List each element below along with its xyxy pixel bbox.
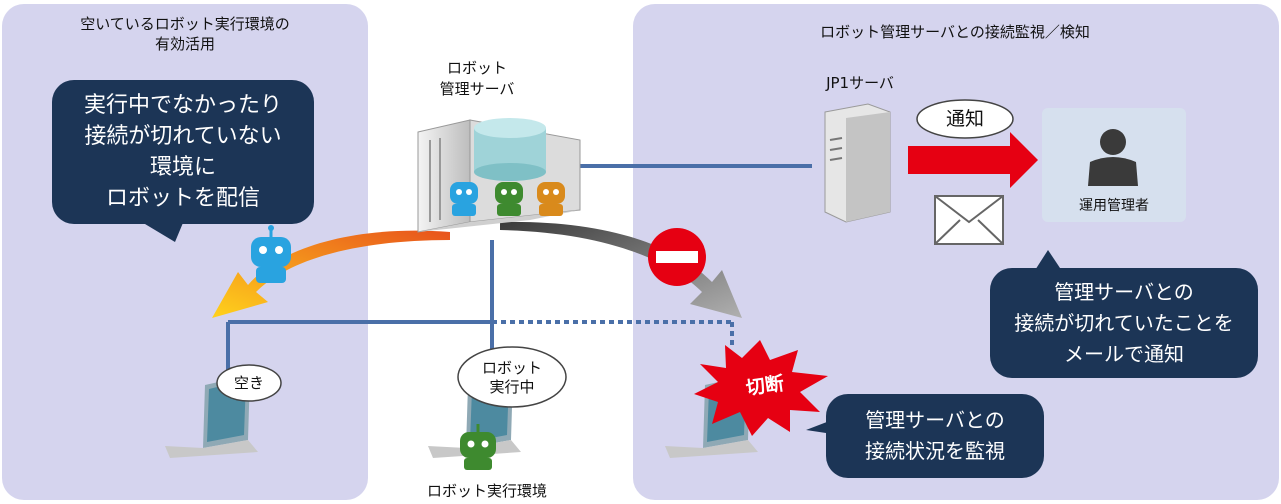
robot-icon (537, 182, 565, 216)
left-title-line1: 空いているロボット実行環境の (80, 15, 290, 33)
callout-line: 接続が切れていない (84, 124, 282, 149)
free-bubble-text: 空き (233, 374, 264, 392)
bottom-label: ロボット実行環境 (426, 482, 547, 500)
mail-icon (934, 195, 1004, 245)
mail-callout: 管理サーバとの 接続が切れていたことを メールで通知 (990, 268, 1258, 378)
person-icon (1042, 108, 1186, 222)
free-bubble (216, 364, 282, 402)
callout-line: 実行中でなかったり (83, 93, 282, 118)
robot-icon (495, 182, 523, 216)
robot-icon (460, 424, 496, 470)
jp1-label: JP1サーバ (826, 74, 894, 92)
callout-line: 管理サーバとの (865, 408, 1005, 432)
robot-icon (450, 182, 478, 216)
notify-arrow (908, 132, 1038, 188)
no-entry-icon (648, 228, 706, 286)
left-title-line2: 有効活用 (154, 35, 215, 53)
left-panel-title: 空いているロボット実行環境の 有効活用 (40, 14, 330, 54)
monitor-callout: 管理サーバとの 接続状況を監視 (826, 394, 1044, 478)
callout-line: 管理サーバとの (1054, 279, 1194, 304)
callout-line: 接続状況を監視 (865, 439, 1005, 463)
running-bubble (457, 346, 567, 408)
operator-label: 運用管理者 (1079, 198, 1149, 214)
callout-tail (135, 218, 185, 242)
callout-line: メールで通知 (1064, 341, 1184, 366)
robot-icon (251, 225, 291, 283)
server-label-line2: 管理サーバ (439, 80, 515, 98)
notify-bubble (916, 99, 1014, 139)
deliver-callout: 実行中でなかったり 接続が切れていない 環境に ロボットを配信 (52, 80, 314, 224)
callout-line: 環境に (149, 155, 216, 180)
disconnect-arrow (500, 221, 742, 318)
running-line2: 実行中 (489, 378, 535, 396)
deliver-arrow (212, 230, 450, 318)
jp1-server-icon (824, 103, 891, 223)
callout-line: 接続が切れていたことを (1014, 310, 1234, 335)
running-bubble-text: ロボット 実行中 (462, 359, 562, 397)
notify-bubble-text: 通知 (945, 108, 984, 130)
server-label: ロボット 管理サーバ (412, 58, 542, 100)
cut-burst (694, 340, 828, 436)
server-label-line1: ロボット (446, 59, 507, 77)
callout-line: ロボットを配信 (105, 186, 260, 211)
database-icon (474, 118, 546, 181)
right-panel-title: ロボット管理サーバとの接続監視／検知 (820, 23, 1090, 41)
running-line1: ロボット (481, 359, 542, 377)
